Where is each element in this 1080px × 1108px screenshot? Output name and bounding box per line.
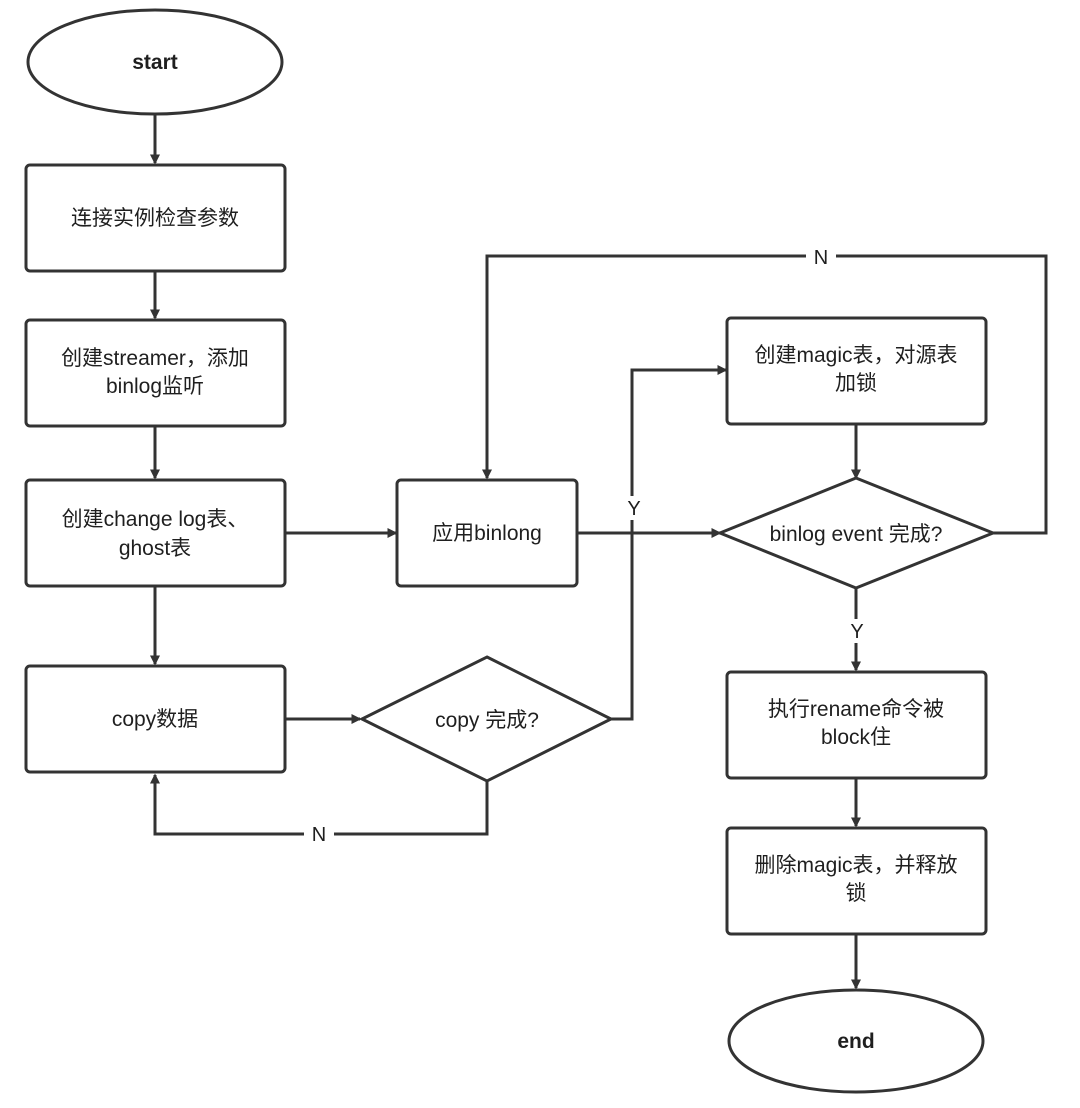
edges [150,115,1048,990]
edge-label-backgrounds [304,246,870,845]
nodes [24,8,998,1094]
binlog-yes-label: Y [850,621,863,643]
copy-done-node [358,655,615,783]
connect-node [24,163,287,273]
binlog-done-label: binlog event 完成? [770,523,943,546]
copy-no-label: N [312,824,326,846]
copy-data-node [24,664,287,774]
rename-node [725,670,988,780]
streamer-node [24,318,287,428]
copy-done-label: copy 完成? [435,709,539,732]
edge-copy-done-yes-to-magic [611,365,728,721]
copy-data-label: copy数据 [112,708,198,731]
edge-binlog-done-no-to-apply-binlog [482,254,1048,535]
changelog-label-line2: ghost表 [119,537,191,560]
delete-magic-label-line1: 删除magic表，并释放 [754,854,957,877]
end-node [727,988,985,1094]
delete-magic-label-line2: 锁 [846,882,867,905]
binlog-no-label: N [814,247,828,269]
streamer-label-line1: 创建streamer，添加 [61,347,249,370]
rename-label-line1: 执行rename命令被 [768,698,944,721]
binlog-done-node [715,476,998,590]
changelog-node [24,478,287,588]
start-label: start [132,51,178,74]
apply-binlog-label: 应用binlong [432,522,542,545]
magic-node [725,316,988,426]
start-node [26,8,284,116]
apply-binlog-node [395,478,579,588]
changelog-label-line1: 创建change log表、 [62,508,249,531]
edge-labels: N Y Y N [312,247,864,846]
magic-label-line2: 加锁 [835,372,877,395]
node-labels: start 连接实例检查参数 创建streamer，添加 binlog监听 创建… [61,51,957,1053]
connect-label: 连接实例检查参数 [71,207,239,230]
end-label: end [837,1030,874,1053]
delete-magic-node [725,826,988,936]
magic-label-line1: 创建magic表，对源表 [754,344,957,367]
streamer-label-line2: binlog监听 [106,375,204,398]
copy-yes-label: Y [627,498,640,520]
rename-label-line2: block住 [821,726,891,749]
